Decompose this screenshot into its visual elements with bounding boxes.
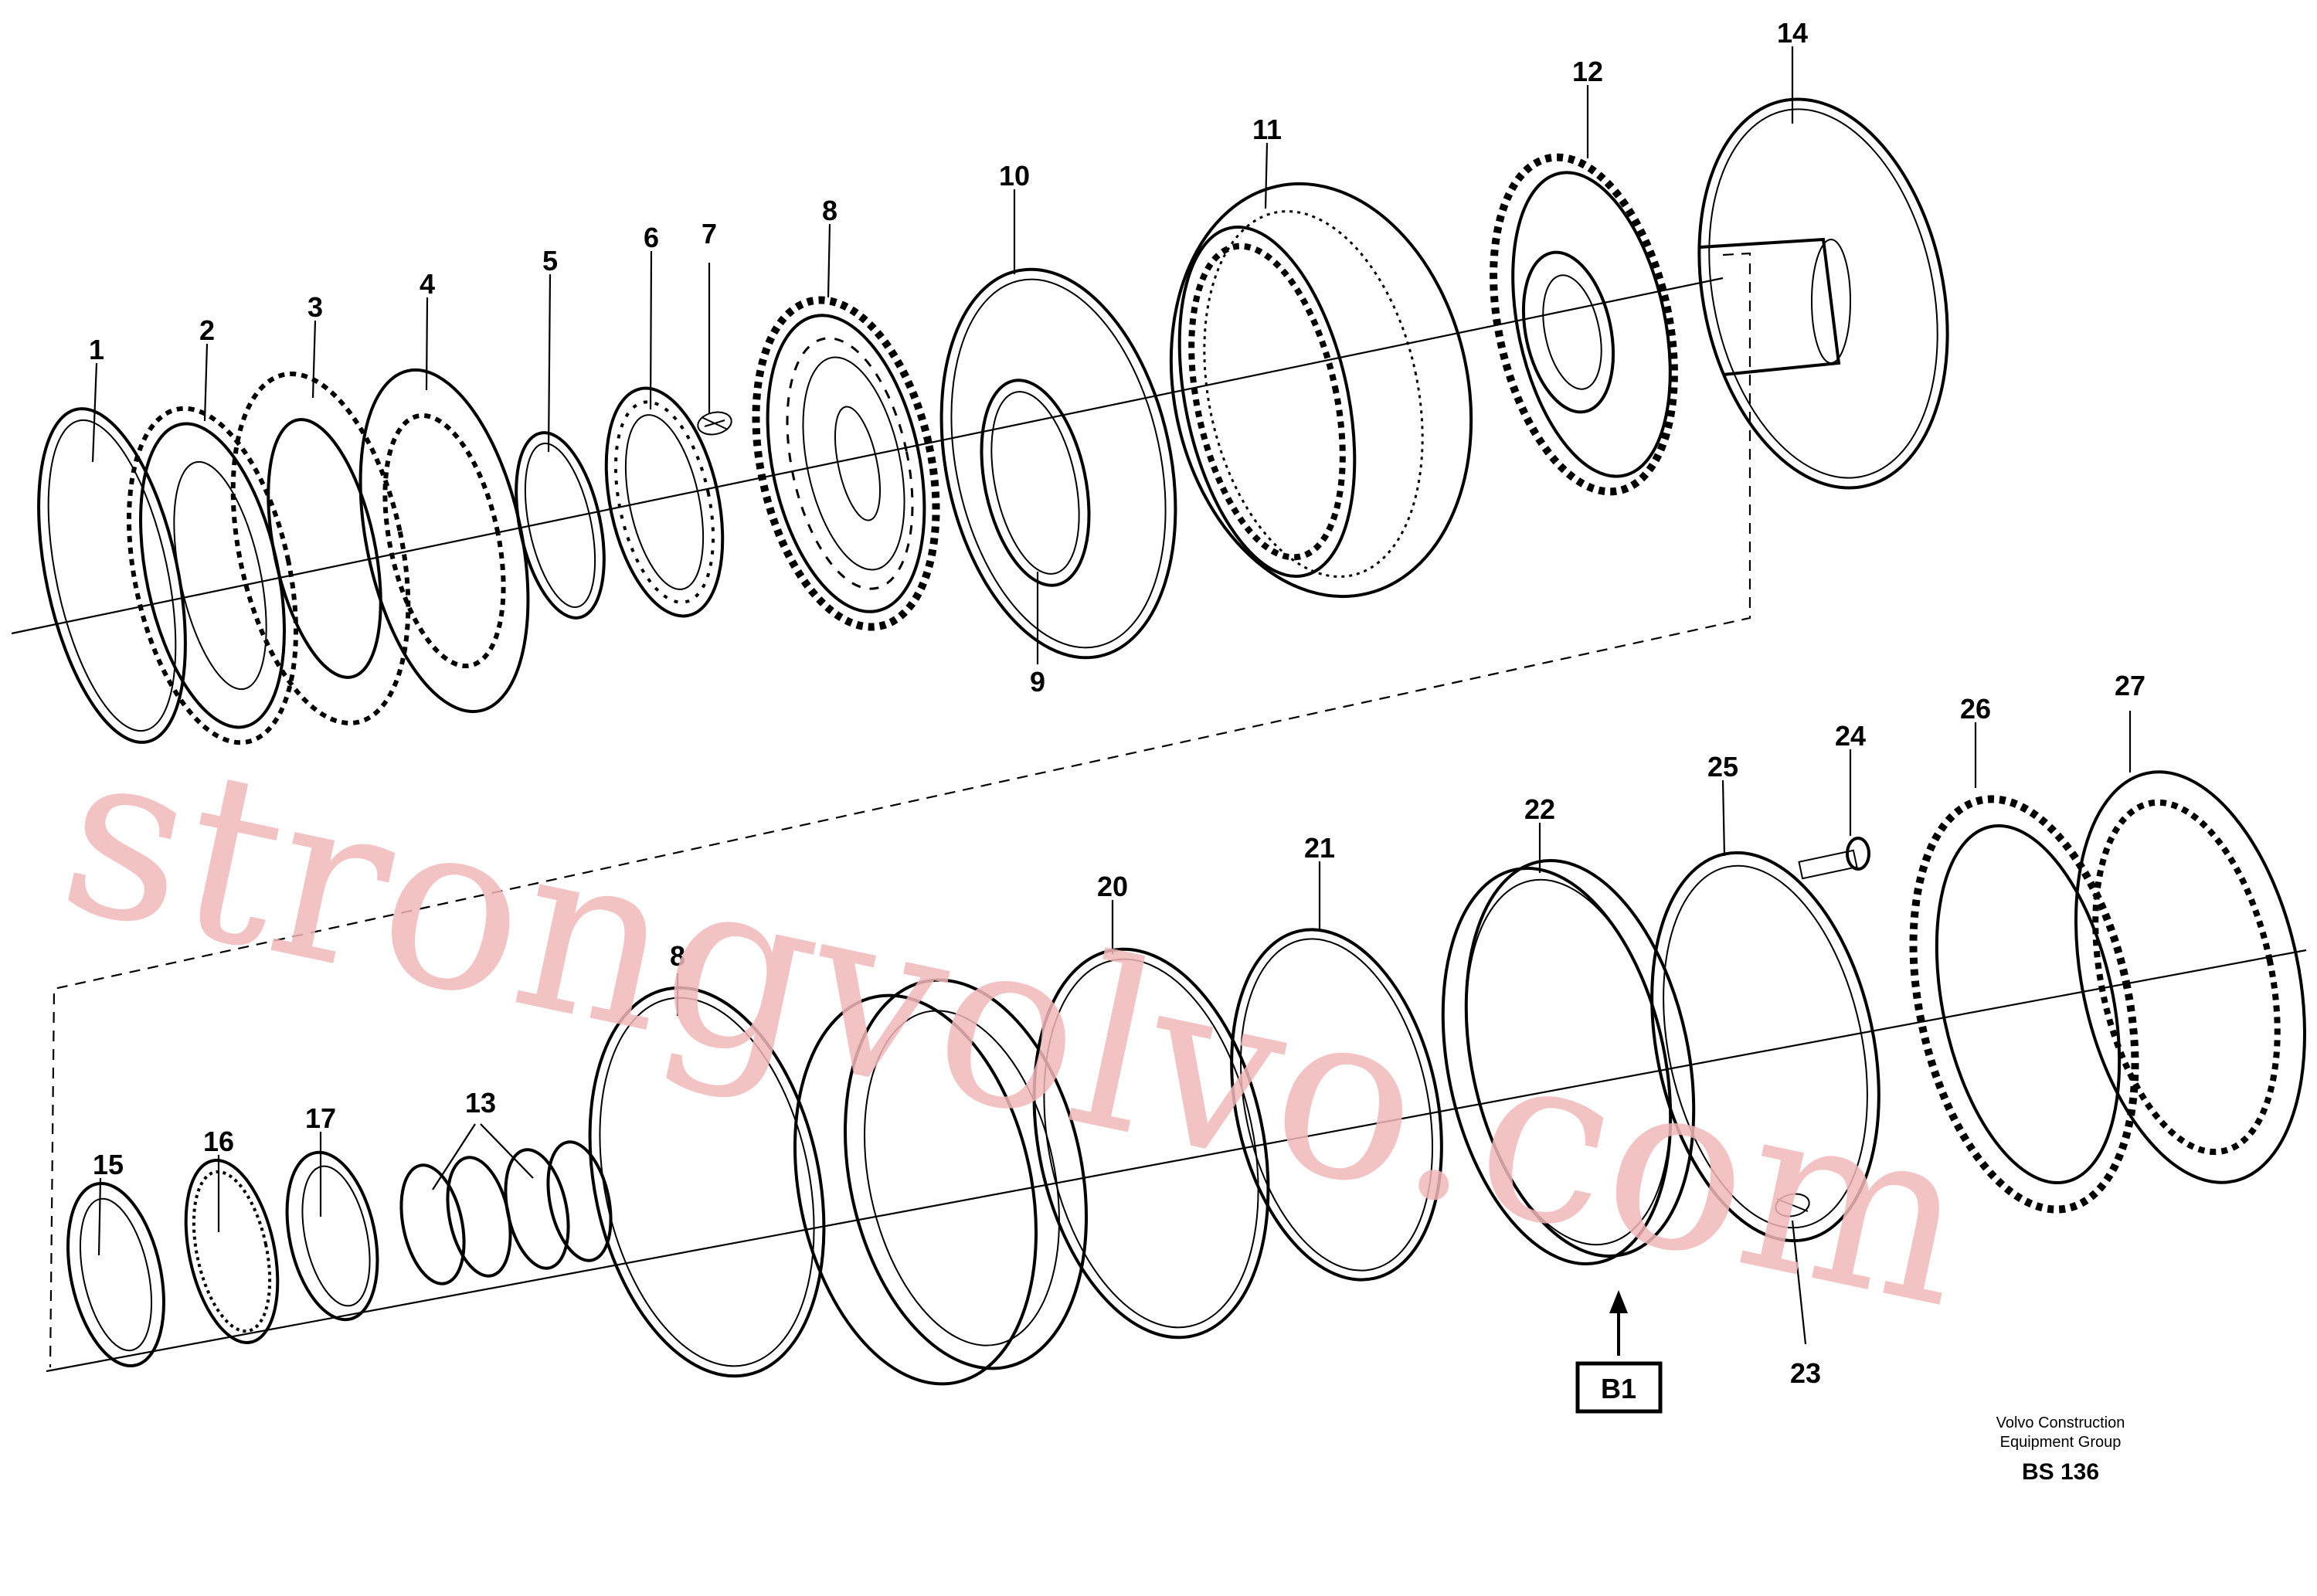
part-9-sealing-ring — [980, 379, 1091, 587]
svg-text:B1: B1 — [1601, 1373, 1636, 1404]
watermark-text: strongvolvo.com — [42, 694, 1990, 1360]
part-6-thrust-washer — [604, 386, 725, 618]
part-7-spring — [697, 411, 732, 436]
part-14-snap-ring — [1697, 97, 1949, 490]
label-part-3: 3 — [307, 291, 323, 323]
label-part-2: 2 — [199, 314, 215, 346]
part-3-friction-plate — [230, 371, 411, 726]
part-15-bearing-race — [66, 1182, 165, 1367]
part-8-gear-carrier — [752, 296, 940, 631]
label-part-5: 5 — [542, 245, 558, 277]
footer-company-line1: Volvo Construction — [1996, 1414, 2125, 1431]
part-21-seal-ring — [1230, 928, 1443, 1282]
label-part-27: 27 — [2115, 670, 2145, 701]
label-part-22: 22 — [1524, 793, 1555, 825]
label-part-26: 26 — [1960, 693, 1991, 725]
part-27-inner-disc — [2074, 770, 2307, 1184]
part-26-outer-disc — [1909, 795, 2139, 1214]
label-part-24: 24 — [1835, 720, 1866, 752]
label-part-14: 14 — [1777, 17, 1808, 49]
label-part-15: 15 — [93, 1149, 124, 1180]
part-5-o-ring — [515, 431, 606, 620]
label-part-7: 7 — [702, 218, 717, 250]
label-part-4: 4 — [420, 268, 435, 300]
label-part-8-lower: 8 — [670, 940, 685, 972]
part-24-bolt — [1798, 837, 1870, 880]
label-part-10: 10 — [999, 160, 1030, 192]
label-part-17: 17 — [305, 1102, 336, 1134]
part-20-seal-ring — [1032, 947, 1270, 1340]
label-part-13: 13 — [465, 1087, 496, 1119]
label-part-12: 12 — [1572, 56, 1603, 87]
label-part-23: 23 — [1790, 1357, 1821, 1389]
label-part-11: 11 — [1252, 114, 1282, 145]
part-12-gear-hub — [1490, 153, 1851, 496]
label-part-25: 25 — [1707, 751, 1738, 783]
part-17-bearing-ring — [285, 1150, 379, 1322]
footer-company-line2: Equipment Group — [2000, 1434, 2122, 1451]
label-part-1: 1 — [89, 334, 104, 365]
lower-axis-line — [46, 949, 2307, 1373]
dashed-connector — [49, 252, 1751, 1368]
part-22-piston-housing — [1441, 859, 1696, 1265]
part-11-clutch-drum — [1169, 182, 1473, 599]
part-13-bushings — [399, 1140, 613, 1285]
part-8-snap-ring-lower — [588, 986, 826, 1378]
label-part-6: 6 — [644, 222, 659, 253]
upper-axis-line — [11, 277, 1724, 635]
part-10-seal-disc — [939, 267, 1177, 660]
label-part-16: 16 — [203, 1126, 234, 1157]
label-part-20: 20 — [1097, 871, 1128, 902]
leader-lines — [91, 46, 2132, 1356]
part-16-needle-bearing — [184, 1159, 280, 1344]
label-part-8: 8 — [822, 195, 837, 226]
label-part-9: 9 — [1030, 666, 1045, 698]
footer-drawing-code: BS 136 — [2022, 1459, 2099, 1485]
part-23-spring — [1775, 1193, 1810, 1217]
label-part-21: 21 — [1304, 832, 1335, 864]
reference-box-b1: B1 — [1575, 1361, 1663, 1414]
part-19-piston — [793, 978, 1089, 1386]
